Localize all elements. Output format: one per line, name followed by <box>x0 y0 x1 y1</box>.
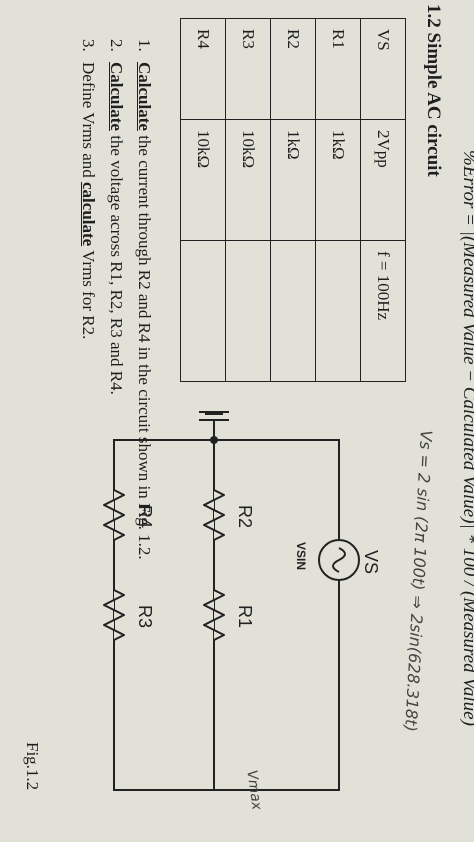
table-row: R3 10kΩ <box>225 18 271 382</box>
resistor-r2-icon <box>203 489 225 541</box>
task-keyword: Calculate <box>135 62 154 131</box>
r2-label: R2 <box>235 505 255 528</box>
table-cell: R1 <box>315 18 361 120</box>
task-item: Calculate the current through R2 and R4 … <box>130 56 158 560</box>
r4-label: R4 <box>135 505 155 528</box>
table-cell: R2 <box>270 18 316 120</box>
table-cell <box>225 240 271 382</box>
task-list: Calculate the current through R2 and R4 … <box>74 28 158 560</box>
error-formula: %Error = |(Measured Value − Calculated V… <box>459 150 474 726</box>
task-prefix: Define Vrms and <box>79 62 98 182</box>
sine-wave-icon <box>332 547 346 573</box>
task-text: the current through R2 and R4 in the cir… <box>135 135 154 560</box>
table-cell: 10kΩ <box>180 119 226 241</box>
r3-label: R3 <box>135 605 155 628</box>
handwritten-vs-equation: Vs = 2 sin (2π 100t) ⇒ 2sin(628.318t) <box>401 429 436 733</box>
table-cell <box>270 240 316 382</box>
task-keyword: Calculate <box>107 62 126 131</box>
table-cell: R3 <box>225 18 271 120</box>
table-row: R2 1kΩ <box>270 18 316 382</box>
table-cell: f = 100Hz <box>360 240 406 382</box>
section-title: 1.2 Simple AC circuit <box>423 4 444 177</box>
table-row: R4 10kΩ <box>180 18 226 382</box>
table-cell <box>315 240 361 382</box>
task-item: Define Vrms and calculate Vrms for R2. <box>74 56 102 560</box>
table-cell: VS <box>360 18 406 120</box>
table-row: VS 2Vpp f = 100Hz <box>360 18 406 382</box>
task-keyword: calculate <box>79 182 98 247</box>
resistor-r1-icon <box>203 589 225 641</box>
resistor-r4-icon <box>103 489 125 541</box>
source-left-wire <box>214 439 340 540</box>
task-text: the voltage across R1, R2, R3 and R4. <box>107 135 126 395</box>
ground-icon <box>199 411 229 432</box>
source-label: VS <box>361 550 379 574</box>
loop-wire <box>113 439 340 791</box>
circuit-diagram: VS VSIN R2 R1 R4 R3 <box>103 411 379 791</box>
table-cell: 1kΩ <box>315 119 361 241</box>
figure-caption: Fig.1.2 <box>23 742 42 791</box>
table-cell: 10kΩ <box>225 119 271 241</box>
r1-label: R1 <box>235 605 255 628</box>
component-table: VS 2Vpp f = 100Hz R1 1kΩ R2 1kΩ R3 10kΩ … <box>180 18 406 382</box>
table-cell: 1kΩ <box>270 119 316 241</box>
task-text: Vrms for R2. <box>79 250 98 340</box>
source-type-label: VSIN <box>294 542 308 570</box>
task-item: Calculate the voltage across R1, R2, R3 … <box>102 56 130 560</box>
table-cell: R4 <box>180 18 226 120</box>
table-row: R1 1kΩ <box>315 18 361 382</box>
table-cell <box>180 240 226 382</box>
resistor-r3-icon <box>103 589 125 641</box>
table-cell: 2Vpp <box>360 119 406 241</box>
junction-node <box>210 436 218 444</box>
